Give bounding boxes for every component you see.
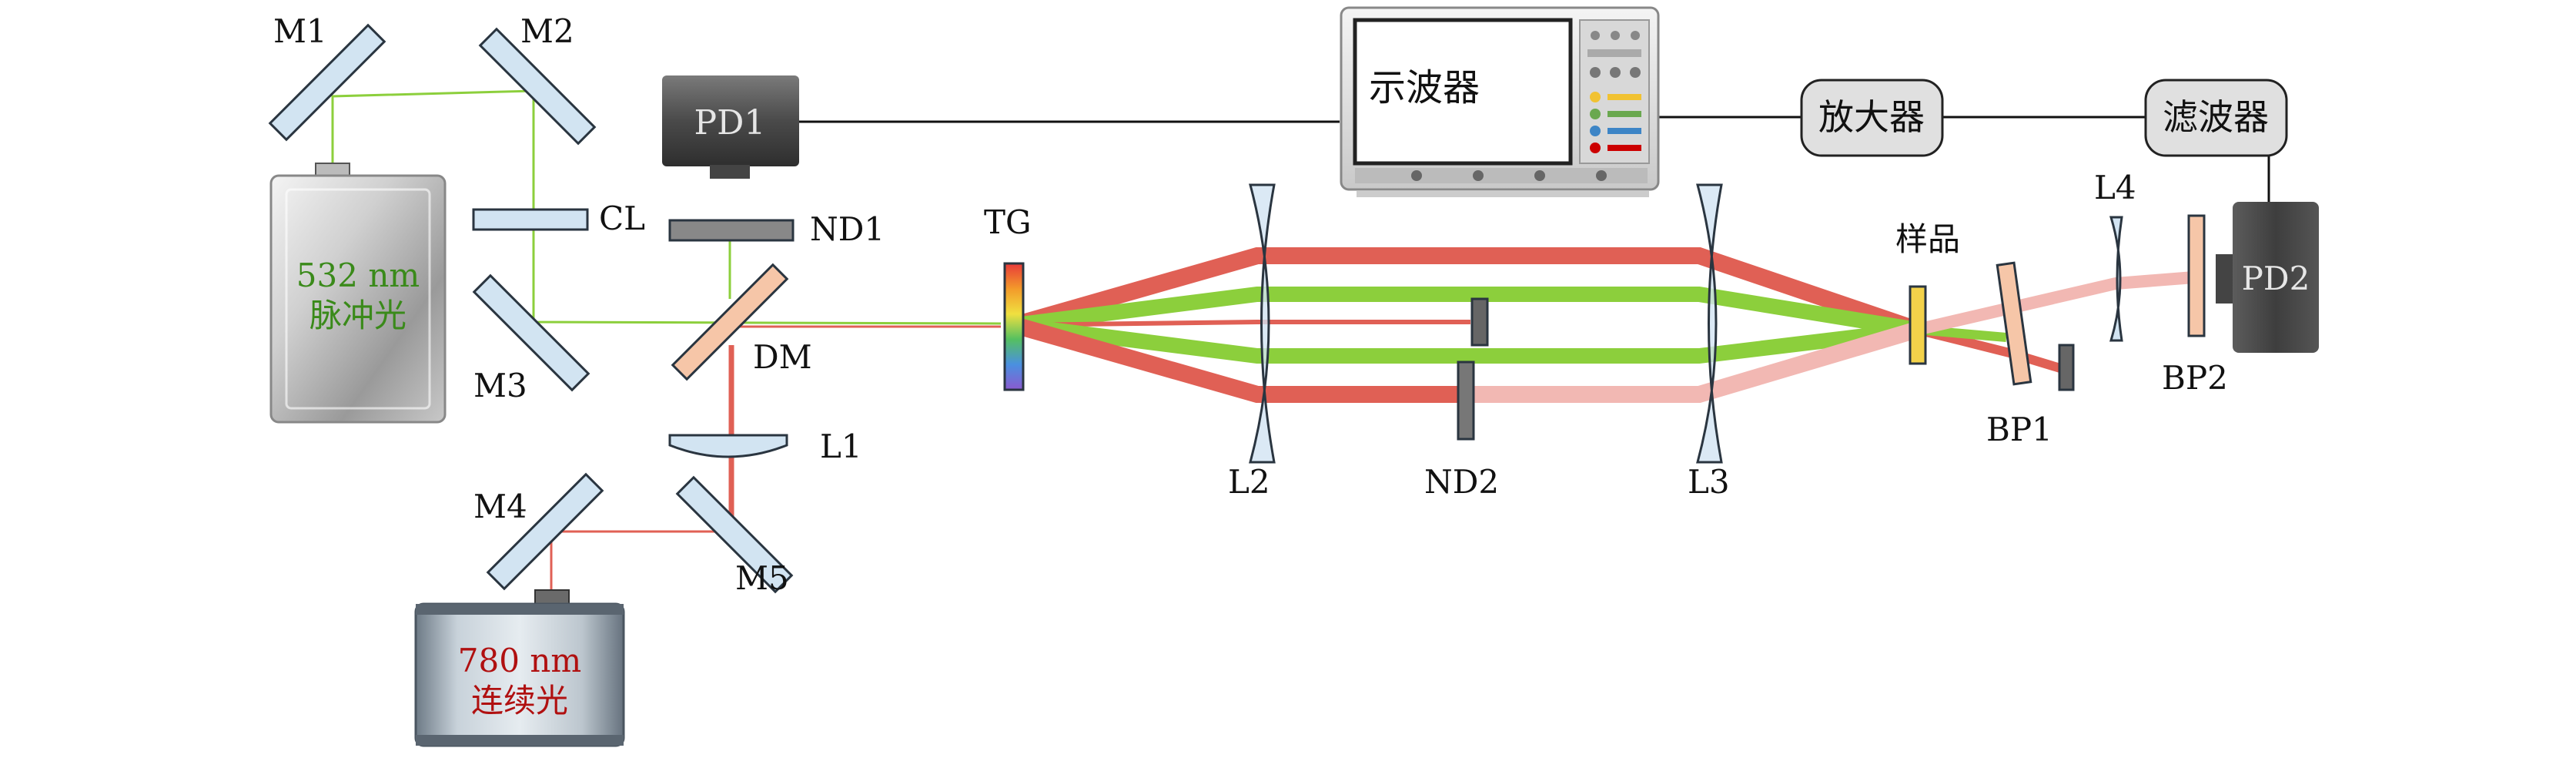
dispersed-beams (1012, 247, 2195, 403)
label-l3: L3 (1688, 463, 1730, 501)
mirror-m3 (472, 273, 590, 392)
mirror-m4 (486, 472, 604, 591)
laser-532-type: 脉冲光 (309, 297, 406, 334)
dichroic-mirror-dm (671, 263, 789, 381)
label-dm: DM (753, 338, 812, 376)
label-m3: M3 (473, 367, 527, 404)
lens-l4 (2109, 216, 2123, 342)
nd-filter-nd1 (668, 219, 795, 242)
filter-label: 滤波器 (2163, 96, 2269, 138)
pd1-label: PD1 (694, 103, 766, 143)
photodetector-pd1: PD1 (662, 75, 799, 179)
sample (1909, 285, 1927, 365)
label-bp2: BP2 (2162, 359, 2228, 397)
label-m1: M1 (273, 12, 327, 50)
label-m4: M4 (473, 488, 527, 525)
label-cl: CL (599, 200, 645, 237)
transmission-grating-tg (1003, 262, 1025, 391)
component-labels: M1 M2 M3 M4 M5 CL ND1 DM L1 TG L2 ND2 L3… (273, 12, 2228, 597)
label-m2: M2 (520, 12, 574, 50)
mirror-m5 (675, 475, 794, 594)
cylindrical-lens-cl (472, 208, 589, 231)
oscilloscope-controls (1579, 19, 1650, 164)
mirror-m2 (478, 27, 597, 146)
lens-l2 (1249, 183, 1276, 464)
oscilloscope-label: 示波器 (1369, 66, 1480, 109)
label-l1: L1 (820, 428, 862, 465)
label-tg: TG (984, 203, 1032, 241)
pd2-label: PD2 (2242, 260, 2310, 297)
mirror-m1 (268, 23, 386, 142)
amplifier-label: 放大器 (1818, 96, 1925, 138)
nd-filter-nd2 (1457, 361, 1475, 441)
laser-780-type: 连续光 (471, 682, 568, 719)
laser-532-wavelength: 532 nm (296, 257, 420, 294)
label-sample: 样品 (1895, 220, 1960, 258)
lens-l3 (1696, 183, 1723, 464)
beam-block (1470, 297, 1489, 347)
lens-l1 (668, 434, 788, 458)
laser-780nm: 780 nm 连续光 (414, 589, 625, 747)
label-bp1: BP1 (1986, 411, 2052, 448)
beam-dump (2058, 344, 2075, 391)
label-l2: L2 (1228, 463, 1270, 501)
filter-box: 滤波器 (2144, 79, 2288, 157)
amplifier-box: 放大器 (1800, 79, 1944, 157)
label-nd1: ND1 (810, 210, 885, 248)
oscilloscope: 示波器 (1340, 6, 1660, 197)
laser-780-wavelength: 780 nm (458, 642, 581, 679)
signal-wires (797, 116, 2270, 202)
bandpass-filter-bp1 (1996, 261, 2032, 386)
bandpass-filter-bp2 (2187, 214, 2206, 337)
label-m5: M5 (735, 559, 789, 597)
laser-532nm: 532 nm 脉冲光 (269, 163, 447, 424)
label-nd2: ND2 (1424, 463, 1499, 501)
label-l4: L4 (2094, 169, 2136, 206)
photodetector-pd2: PD2 (2216, 202, 2319, 353)
